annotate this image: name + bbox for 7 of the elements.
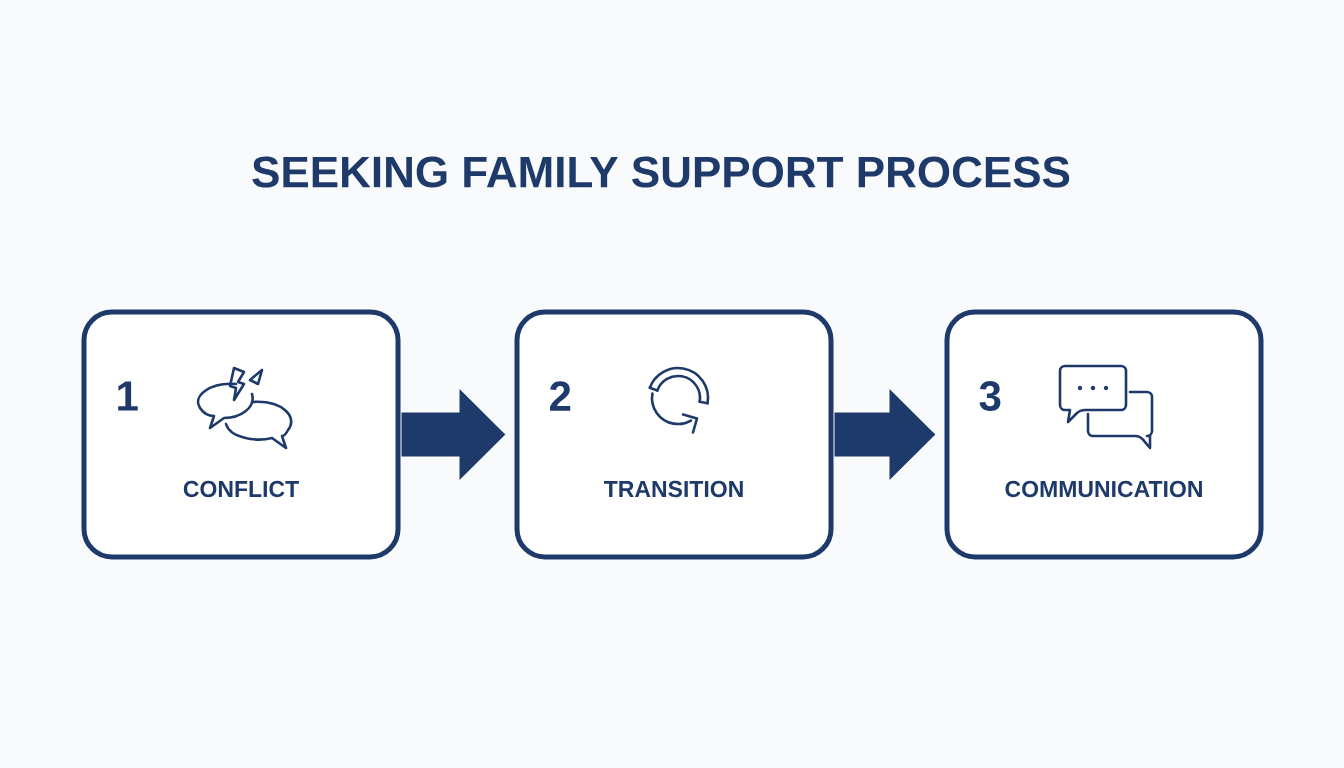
step-number: 2	[550, 381, 571, 411]
step-number: 1	[118, 381, 138, 411]
step-label: TRANSITION	[604, 480, 743, 498]
step-label: COMMUNICATION	[1005, 480, 1202, 498]
title: SEEKING FAMILY SUPPORT PROCESS	[252, 156, 1070, 188]
step-number: 3	[979, 381, 1001, 411]
step-label: CONFLICT	[183, 480, 299, 498]
